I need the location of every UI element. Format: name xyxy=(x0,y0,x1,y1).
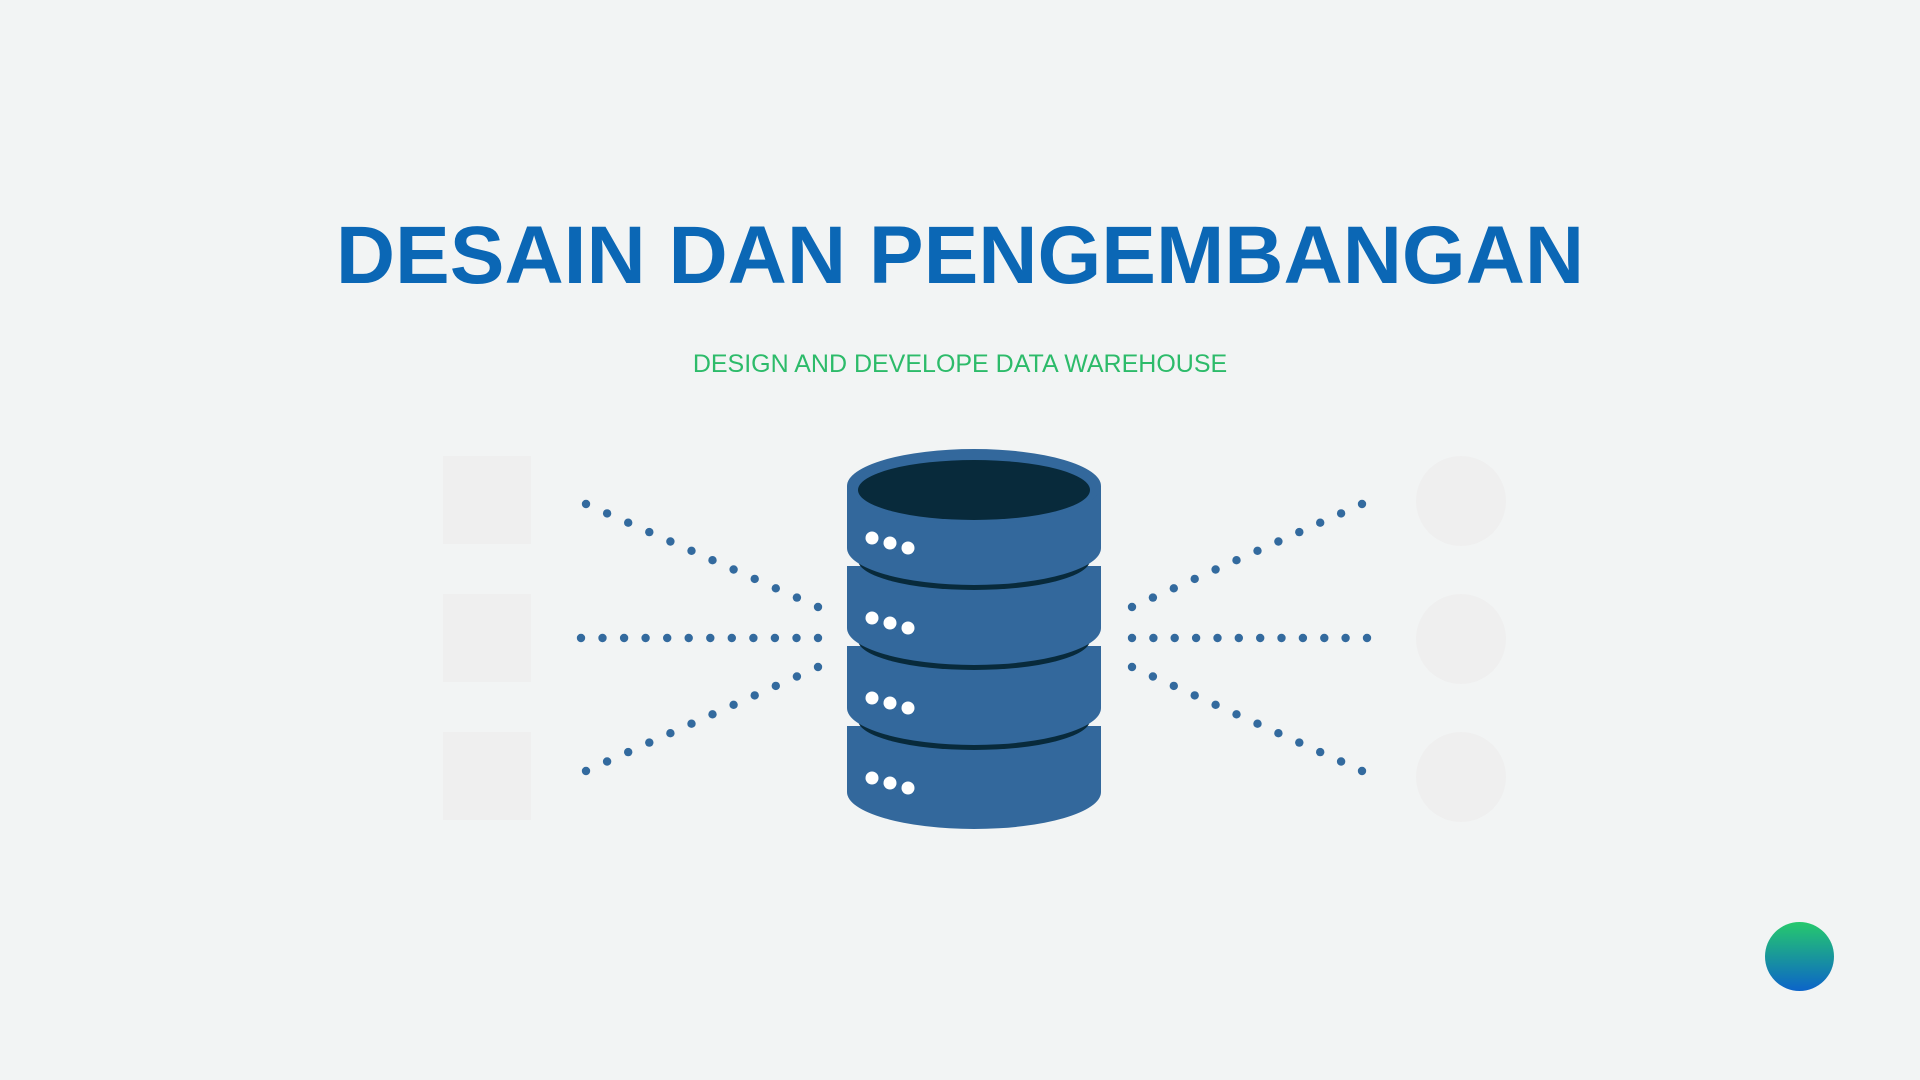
connector-dot xyxy=(1336,757,1346,766)
database-disk-1 xyxy=(847,449,1101,585)
connector-dot xyxy=(641,633,650,643)
disk-light xyxy=(901,621,915,635)
disk-light xyxy=(865,531,879,545)
connector-dot xyxy=(813,633,823,643)
connector-dot xyxy=(1316,518,1325,527)
connector-dot xyxy=(1277,633,1286,643)
connector-dot xyxy=(1170,633,1179,643)
connector-dot xyxy=(770,633,780,643)
connector-dot xyxy=(687,719,696,728)
connector-dot xyxy=(1274,537,1283,546)
connector-dot xyxy=(598,633,607,643)
connector-dot xyxy=(813,662,823,672)
slide-subtitle: DESIGN AND DEVELOPE DATA WAREHOUSE xyxy=(692,350,1228,378)
connector-dot xyxy=(749,633,758,643)
left-node-2 xyxy=(443,594,531,682)
connector-dot xyxy=(645,527,654,537)
connector-dot xyxy=(1298,633,1308,643)
connector-dot xyxy=(1148,593,1158,602)
disk-top-opening xyxy=(858,460,1090,520)
connector-dot xyxy=(792,593,802,602)
connector-dot xyxy=(750,574,759,584)
connector-dot xyxy=(771,681,780,691)
connector-dot xyxy=(1362,633,1372,643)
connector-dot xyxy=(1256,633,1265,643)
connector-dot xyxy=(602,757,612,766)
connector-dot xyxy=(1149,633,1158,643)
disk-light xyxy=(901,541,915,555)
right-node-1 xyxy=(1416,456,1506,546)
connector-dot xyxy=(792,633,801,643)
connector-dot xyxy=(1191,633,1201,643)
connector-dot xyxy=(1211,700,1220,709)
connector-dot xyxy=(684,633,693,643)
connector-dot xyxy=(1253,719,1262,728)
disk-light xyxy=(865,771,879,785)
connector-dot xyxy=(1295,738,1304,747)
connector-dot xyxy=(1127,602,1137,612)
connector-dot xyxy=(1213,633,1222,643)
connector-dot xyxy=(708,710,717,719)
connector-dot xyxy=(729,700,738,709)
right-node-3 xyxy=(1416,732,1506,822)
connector-dot xyxy=(666,537,675,546)
connector-dot xyxy=(792,672,802,681)
connector-dot xyxy=(1127,662,1137,672)
left-node-1 xyxy=(443,456,531,544)
connector-dot xyxy=(624,747,633,757)
disk-light xyxy=(865,691,879,705)
database-icon xyxy=(847,449,1101,829)
connector-dot xyxy=(1190,691,1199,700)
disk-light xyxy=(883,776,897,790)
connector-dot xyxy=(1234,633,1244,643)
connector-dot xyxy=(1320,633,1329,643)
connector-dot xyxy=(813,602,823,612)
connector-lines xyxy=(576,499,1372,776)
connector-dot xyxy=(1148,672,1158,681)
disk-light xyxy=(865,611,879,625)
connector-dot xyxy=(729,565,738,574)
disk-light xyxy=(883,696,897,710)
connector-dot xyxy=(1169,584,1179,593)
right-node-2 xyxy=(1416,594,1506,684)
connector-dot xyxy=(1232,710,1241,719)
connector-dot xyxy=(1274,729,1283,738)
disk-light xyxy=(901,701,915,715)
connector-dot xyxy=(645,738,654,747)
connector-dot xyxy=(687,546,696,555)
connector-dot xyxy=(708,556,717,565)
connector-dot xyxy=(624,518,633,527)
connector-dot xyxy=(1127,633,1137,643)
left-node-3 xyxy=(443,732,531,820)
connector-dot xyxy=(619,633,629,643)
connector-dot xyxy=(1253,546,1262,555)
connector-dot xyxy=(602,509,612,518)
disk-light xyxy=(901,781,915,795)
disk-light xyxy=(883,616,897,630)
connector-dot xyxy=(576,633,586,643)
connector-dot xyxy=(1357,766,1367,776)
connector-dot xyxy=(1336,509,1346,518)
disk-light xyxy=(883,536,897,550)
connector-dot xyxy=(1341,633,1350,643)
connector-dot xyxy=(1295,527,1304,537)
connector-dot xyxy=(1357,499,1367,509)
connector-dot xyxy=(1232,556,1241,565)
connector-dot xyxy=(1211,565,1220,574)
connector-dot xyxy=(663,633,672,643)
connector-dot xyxy=(1316,747,1325,757)
connector-dot xyxy=(706,633,715,643)
connector-dot xyxy=(581,766,591,776)
connector-dot xyxy=(666,729,675,738)
connector-dot xyxy=(771,584,780,593)
connector-dot xyxy=(750,691,759,700)
slide-title: DESAIN DAN PENGEMBANGAN xyxy=(335,210,1585,301)
connector-dot xyxy=(581,499,591,509)
connector-dot xyxy=(1190,574,1199,584)
connector-dot xyxy=(727,633,736,643)
corner-accent-dot xyxy=(1765,922,1834,991)
connector-dot xyxy=(1169,681,1179,691)
